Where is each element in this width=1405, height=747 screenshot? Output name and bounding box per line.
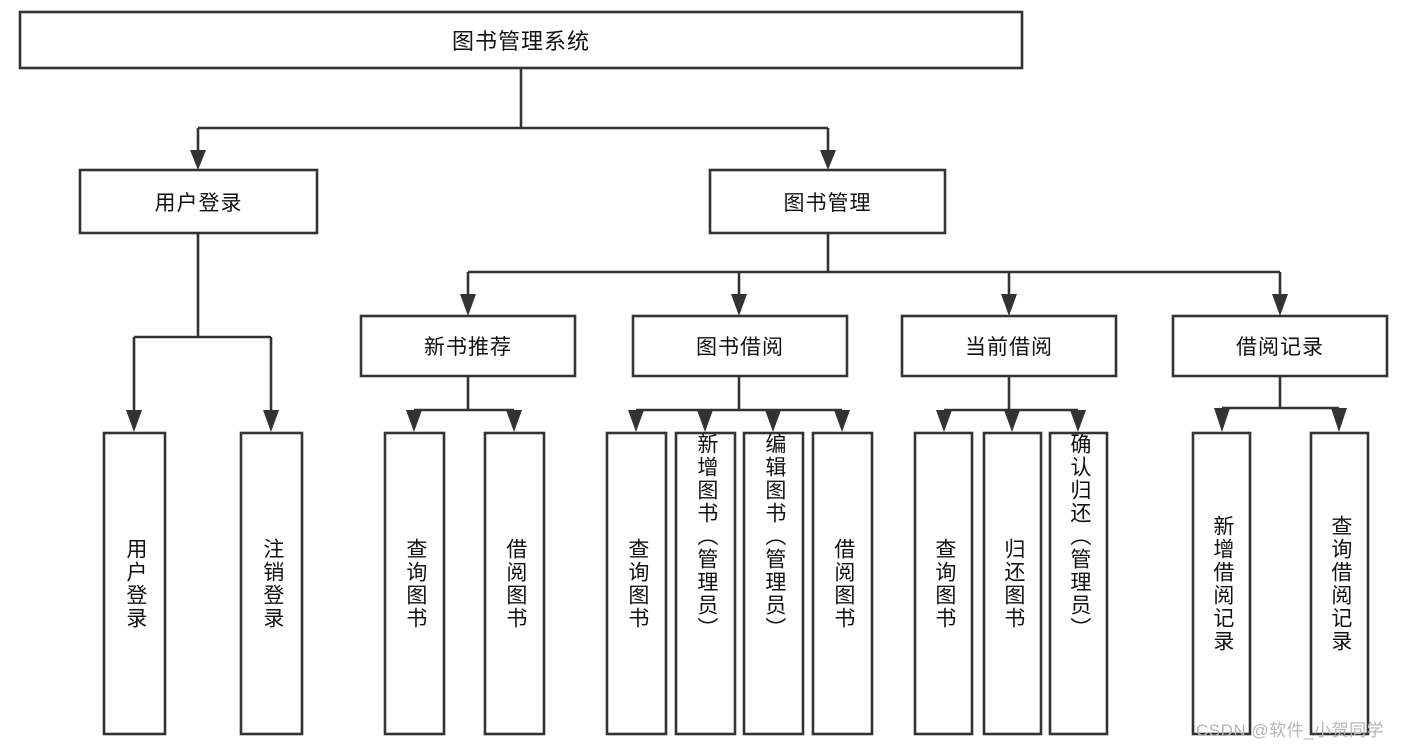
arrowhead-leaf-borrow-book-b — [834, 410, 850, 432]
watermark-text: CSDN @软件_小贺同学 — [1196, 721, 1385, 740]
arrowhead-leaf-query-record — [1331, 408, 1347, 432]
arrowhead-leaf-logout — [263, 410, 279, 432]
arrowhead-book-borrow — [731, 294, 747, 316]
arrowhead-leaf-add-book — [697, 410, 713, 432]
node-box-leaf-edit-book[interactable] — [742, 431, 805, 736]
node-box-new-book-rec[interactable] — [359, 314, 577, 378]
connector-group-borrow-record — [1214, 376, 1347, 432]
node-box-user-login[interactable] — [78, 168, 319, 235]
node-box-book-borrow[interactable] — [631, 314, 849, 378]
arrowhead-user-login — [190, 150, 206, 170]
node-box-current-borrow[interactable] — [900, 314, 1118, 378]
node-box-leaf-query-book-b[interactable] — [605, 431, 668, 736]
node-box-leaf-borrow-book-b[interactable] — [811, 431, 874, 736]
arrowhead-leaf-borrow-book-a — [506, 410, 522, 432]
arrowhead-leaf-edit-book — [765, 410, 781, 432]
node-box-borrow-record[interactable] — [1171, 314, 1389, 378]
arrowhead-leaf-query-book-b — [628, 410, 644, 432]
node-box-leaf-return-book[interactable] — [982, 431, 1043, 736]
node-box-leaf-add-record[interactable] — [1191, 431, 1252, 736]
arrowhead-leaf-add-record — [1214, 408, 1230, 432]
node-box-book-manage[interactable] — [708, 168, 947, 235]
connector-group-current-borrow — [936, 376, 1086, 432]
arrowhead-leaf-query-book-c — [936, 410, 952, 432]
arrowhead-borrow-record — [1272, 294, 1288, 316]
connector-group-book-borrow — [628, 376, 850, 432]
node-box-root[interactable] — [18, 10, 1024, 70]
node-box-leaf-query-book-c[interactable] — [913, 431, 974, 736]
arrowhead-book-manage — [820, 150, 836, 170]
node-box-leaf-user-login[interactable] — [102, 431, 167, 736]
arrowhead-leaf-user-login — [126, 410, 142, 432]
connector-group-root — [190, 68, 836, 170]
arrowhead-leaf-query-book-a — [406, 410, 422, 432]
node-box-leaf-confirm-return[interactable] — [1048, 431, 1109, 736]
arrowhead-leaf-confirm-return — [1070, 410, 1086, 432]
node-box-leaf-add-book[interactable] — [674, 431, 737, 736]
node-box-leaf-logout[interactable] — [239, 431, 304, 736]
node-box-leaf-borrow-book-a[interactable] — [483, 431, 546, 736]
node-box-leaf-query-book-a[interactable] — [383, 431, 446, 736]
arrowhead-leaf-return-book — [1004, 410, 1020, 432]
connector-group-user-login — [126, 233, 279, 432]
arrowhead-current-borrow — [1001, 294, 1017, 316]
connector-group-book-manage — [460, 233, 1288, 316]
arrowhead-new-book-rec — [460, 294, 476, 316]
node-box-leaf-query-record[interactable] — [1309, 431, 1370, 736]
connector-group-new-book-rec — [406, 376, 522, 432]
